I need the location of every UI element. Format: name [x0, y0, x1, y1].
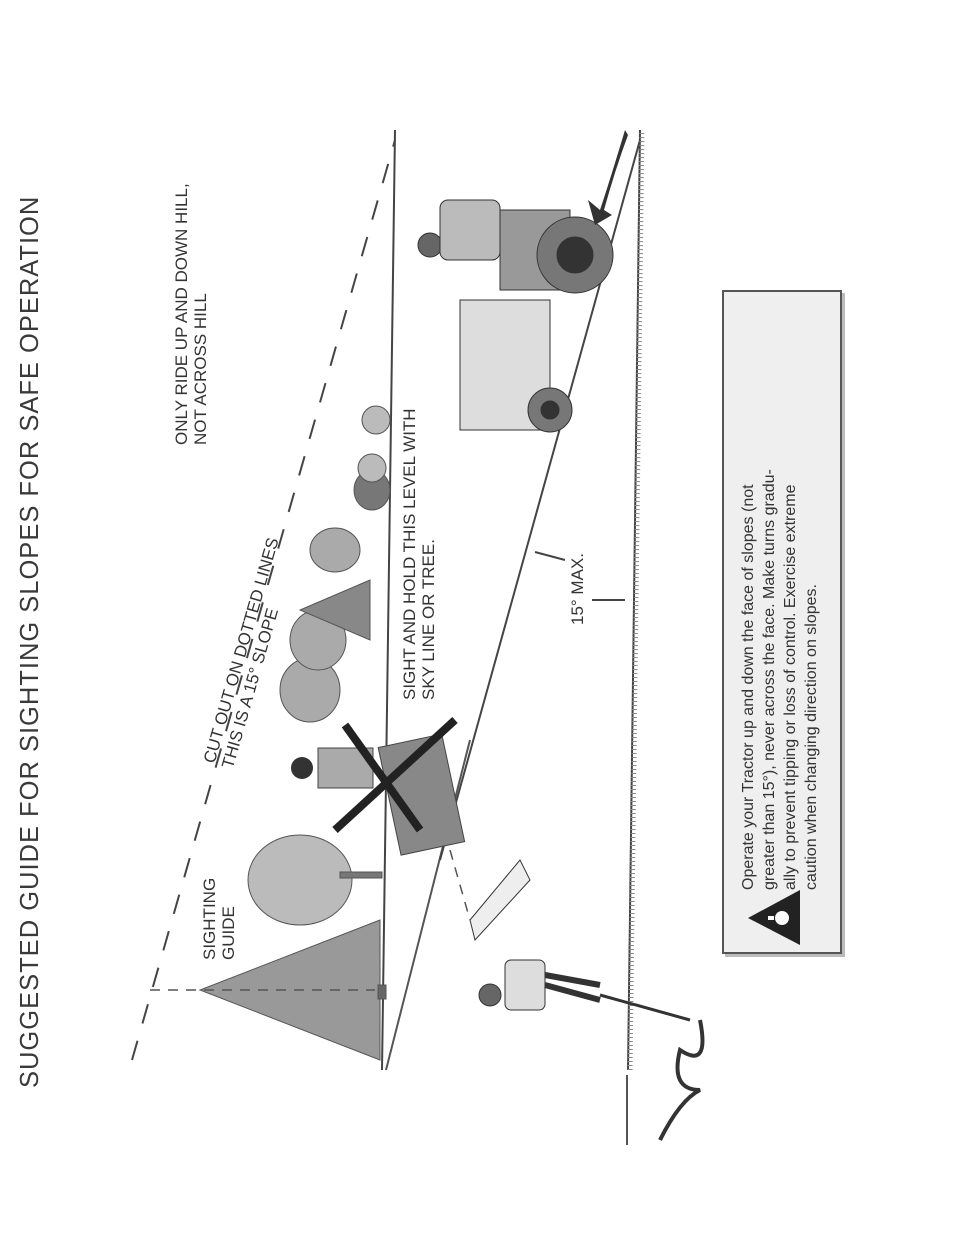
ground-shadow-icon	[658, 1019, 705, 1141]
dashed-sight-line	[131, 139, 396, 1061]
warning-line: caution when changing direction on slope…	[803, 584, 820, 890]
tipping-tractor-icon	[291, 717, 466, 856]
warning-line: Operate your Tractor up and down the fac…	[740, 484, 757, 890]
warning-box	[722, 290, 842, 954]
max-angle-label: 15° MAX.	[568, 553, 587, 625]
sight-and-hold-label: SIGHT AND HOLD THIS LEVEL WITH SKY LINE …	[400, 408, 438, 700]
angle-arrows	[534, 551, 625, 601]
warning-line: greater than 15°), never across the face…	[761, 469, 778, 890]
tree-group-icon	[279, 405, 391, 723]
downhill-arrow-icon	[588, 130, 628, 225]
person-sighting-icon	[469, 859, 691, 1022]
sighting-guide-label: SIGHTING GUIDE	[200, 877, 238, 960]
round-tree-icon	[247, 834, 383, 926]
upper-slope-line	[381, 129, 396, 1071]
upper-slope-edge	[385, 739, 471, 1071]
warning-line: ally to prevent tipping or loss of contr…	[782, 484, 799, 890]
pine-tree-icon	[198, 919, 387, 1061]
riding-tractor-icon	[417, 199, 614, 433]
ride-rule-label: ONLY RIDE UP AND DOWN HILL, NOT ACROSS H…	[172, 183, 210, 445]
cross-out-mark	[332, 717, 458, 833]
warning-text: Operate your Tractor up and down the fac…	[738, 469, 822, 890]
